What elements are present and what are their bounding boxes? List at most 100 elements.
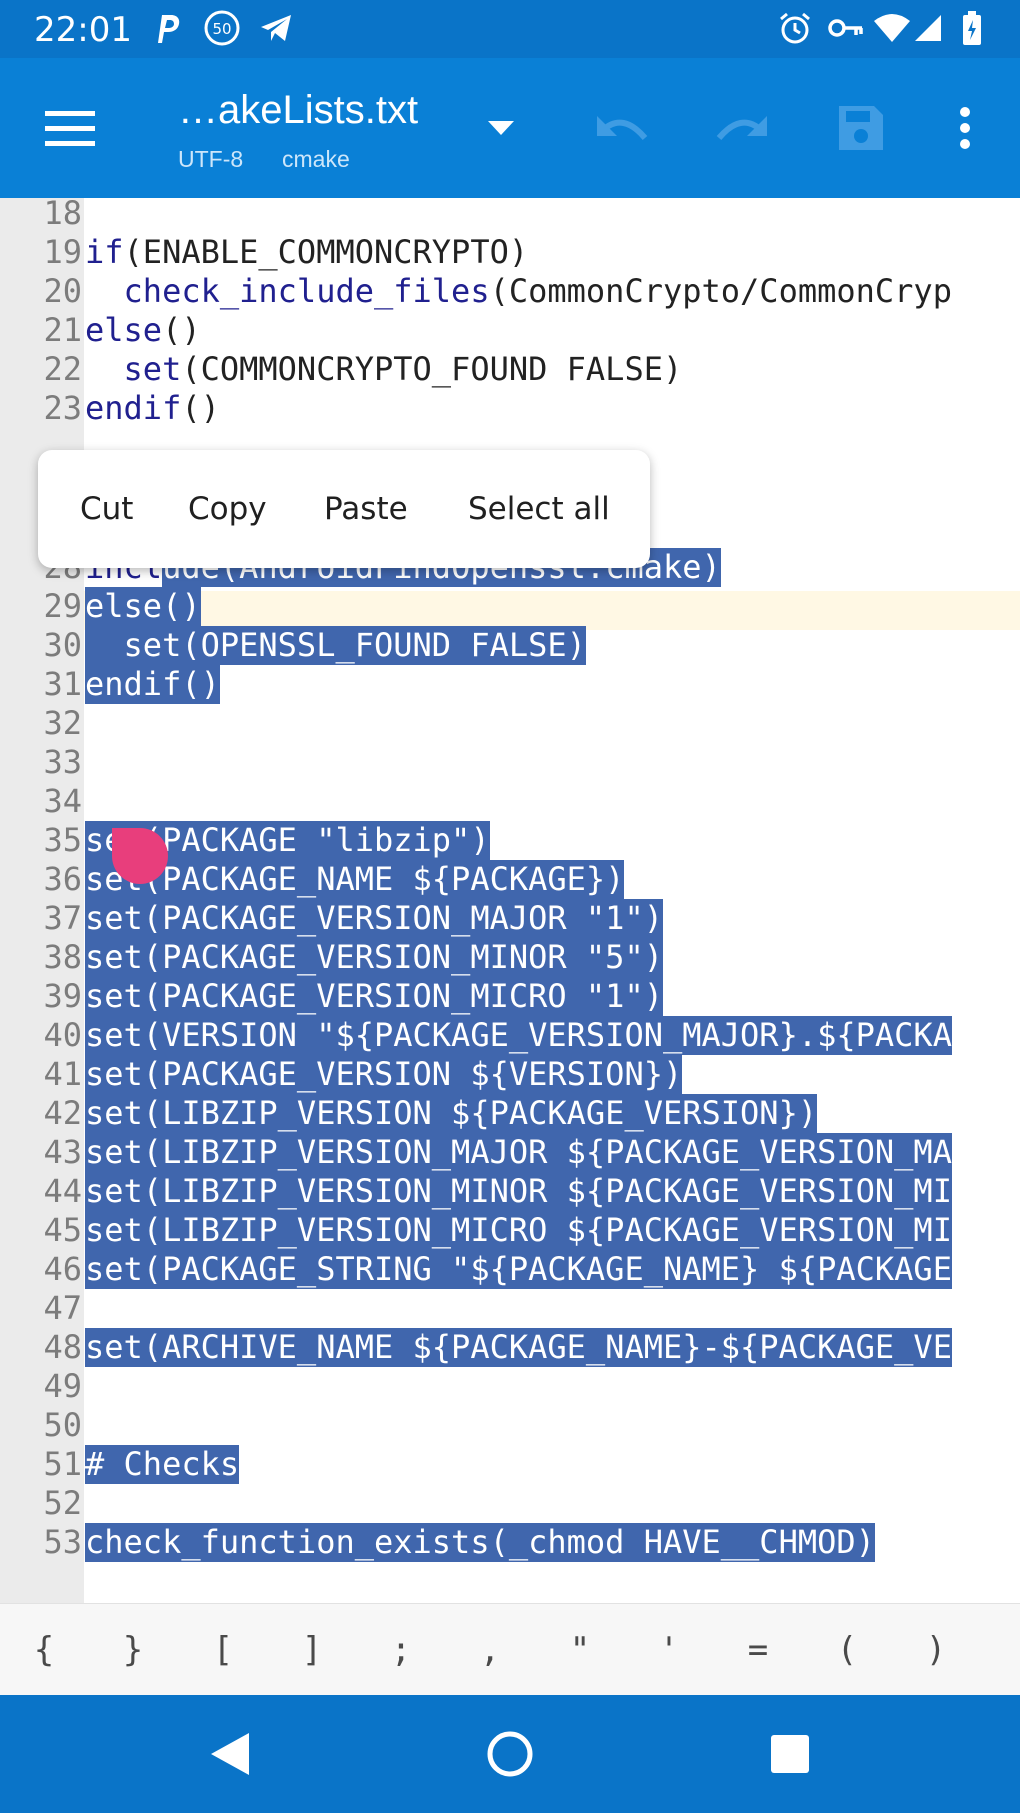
- code-line[interactable]: 52: [0, 1484, 1020, 1523]
- undo-icon[interactable]: [588, 96, 658, 160]
- current-line-highlight: [84, 591, 1020, 630]
- save-icon[interactable]: [826, 96, 896, 160]
- symbol-key[interactable]: ): [925, 1630, 947, 1670]
- line-number: 45: [43, 1211, 82, 1249]
- cut-menu-item[interactable]: Cut: [80, 491, 134, 527]
- code-line[interactable]: 18: [0, 198, 1020, 233]
- line-number: 29: [43, 587, 82, 625]
- more-vert-icon[interactable]: [940, 96, 990, 160]
- text-selection-menu: Cut Copy Paste Select all: [38, 450, 650, 568]
- line-number: 36: [43, 860, 82, 898]
- code-text: set(PACKAGE_VERSION_MAJOR "1"): [85, 899, 663, 938]
- status-time: 22:01: [34, 10, 132, 50]
- line-number: 46: [43, 1250, 82, 1288]
- symbol-key[interactable]: ": [569, 1630, 591, 1670]
- symbol-key[interactable]: ': [658, 1630, 680, 1670]
- app-bar: …akeLists.txt UTF-8 cmake: [0, 58, 1020, 198]
- vpn-key-icon: [826, 8, 866, 48]
- code-line[interactable]: 47: [0, 1289, 1020, 1328]
- code-text: endif(): [85, 665, 220, 704]
- home-icon[interactable]: [470, 1695, 550, 1813]
- dropdown-icon[interactable]: [476, 108, 526, 148]
- symbol-key[interactable]: ;: [390, 1630, 412, 1670]
- redo-icon[interactable]: [706, 96, 776, 160]
- battery-icon: [958, 8, 986, 48]
- code-line[interactable]: 34: [0, 782, 1020, 821]
- symbol-key[interactable]: }: [122, 1630, 144, 1670]
- menu-icon[interactable]: [30, 98, 110, 158]
- symbol-bar: { } [ ] ; , " ' = ( ): [0, 1603, 1020, 1696]
- code-text: set(PACKAGE_VERSION_MICRO "1"): [85, 977, 663, 1016]
- code-line[interactable]: 51# Checks: [0, 1445, 1020, 1484]
- selection-handle[interactable]: [112, 828, 168, 884]
- line-number: 18: [43, 198, 82, 232]
- symbol-key[interactable]: {: [33, 1630, 55, 1670]
- line-number: 32: [43, 704, 82, 742]
- code-text: set(PACKAGE_VERSION_MINOR "5"): [85, 938, 663, 977]
- recents-icon[interactable]: [750, 1695, 830, 1813]
- symbol-key[interactable]: ]: [301, 1630, 323, 1670]
- code-text: set(LIBZIP_VERSION_MAJOR ${PACKAGE_VERSI…: [85, 1133, 952, 1172]
- back-icon[interactable]: [190, 1695, 270, 1813]
- code-text: set(LIBZIP_VERSION_MICRO ${PACKAGE_VERSI…: [85, 1211, 952, 1250]
- line-number: 31: [43, 665, 82, 703]
- select-all-menu-item[interactable]: Select all: [468, 491, 610, 527]
- paste-menu-item[interactable]: Paste: [324, 491, 408, 527]
- symbol-key[interactable]: ,: [479, 1630, 501, 1670]
- code-text: else(): [85, 587, 201, 626]
- line-number: 42: [43, 1094, 82, 1132]
- code-line[interactable]: 30 set(OPENSSL_FOUND FALSE): [0, 626, 1020, 665]
- file-encoding: UTF-8: [178, 146, 244, 172]
- line-number: 30: [43, 626, 82, 664]
- line-number: 49: [43, 1367, 82, 1405]
- code-line[interactable]: 33: [0, 743, 1020, 782]
- line-number: 35: [43, 821, 82, 859]
- code-line[interactable]: 50: [0, 1406, 1020, 1445]
- line-number: 33: [43, 743, 82, 781]
- code-text: # Checks: [85, 1445, 240, 1484]
- code-text: set(VERSION "${PACKAGE_VERSION_MAJOR}.${…: [85, 1016, 952, 1055]
- code-text: if(ENABLE_COMMONCRYPTO): [85, 233, 529, 271]
- copy-menu-item[interactable]: Copy: [188, 491, 267, 527]
- code-line[interactable]: 20 check_include_files(CommonCrypto/Comm…: [0, 272, 1020, 311]
- code-line[interactable]: 32: [0, 704, 1020, 743]
- code-line[interactable]: 22 set(COMMONCRYPTO_FOUND FALSE): [0, 350, 1020, 389]
- line-number: 51: [43, 1445, 82, 1483]
- telegram-icon: [258, 8, 294, 48]
- symbol-key[interactable]: [: [212, 1630, 234, 1670]
- code-text: set(COMMONCRYPTO_FOUND FALSE): [123, 350, 683, 388]
- symbol-key[interactable]: (: [836, 1630, 858, 1670]
- line-number: 22: [43, 350, 82, 388]
- line-number-gutter: [0, 198, 84, 1603]
- line-number: 50: [43, 1406, 82, 1444]
- code-text: check_function_exists(_chmod HAVE__CHMOD…: [85, 1523, 875, 1562]
- parking-p-icon: [152, 8, 184, 48]
- line-number: 43: [43, 1133, 82, 1171]
- line-number: 21: [43, 311, 82, 349]
- file-title[interactable]: …akeLists.txt: [178, 88, 419, 132]
- line-number: 53: [43, 1523, 82, 1561]
- code-text: set(PACKAGE_STRING "${PACKAGE_NAME} ${PA…: [85, 1250, 952, 1289]
- symbol-key[interactable]: =: [747, 1630, 769, 1670]
- code-line[interactable]: 49: [0, 1367, 1020, 1406]
